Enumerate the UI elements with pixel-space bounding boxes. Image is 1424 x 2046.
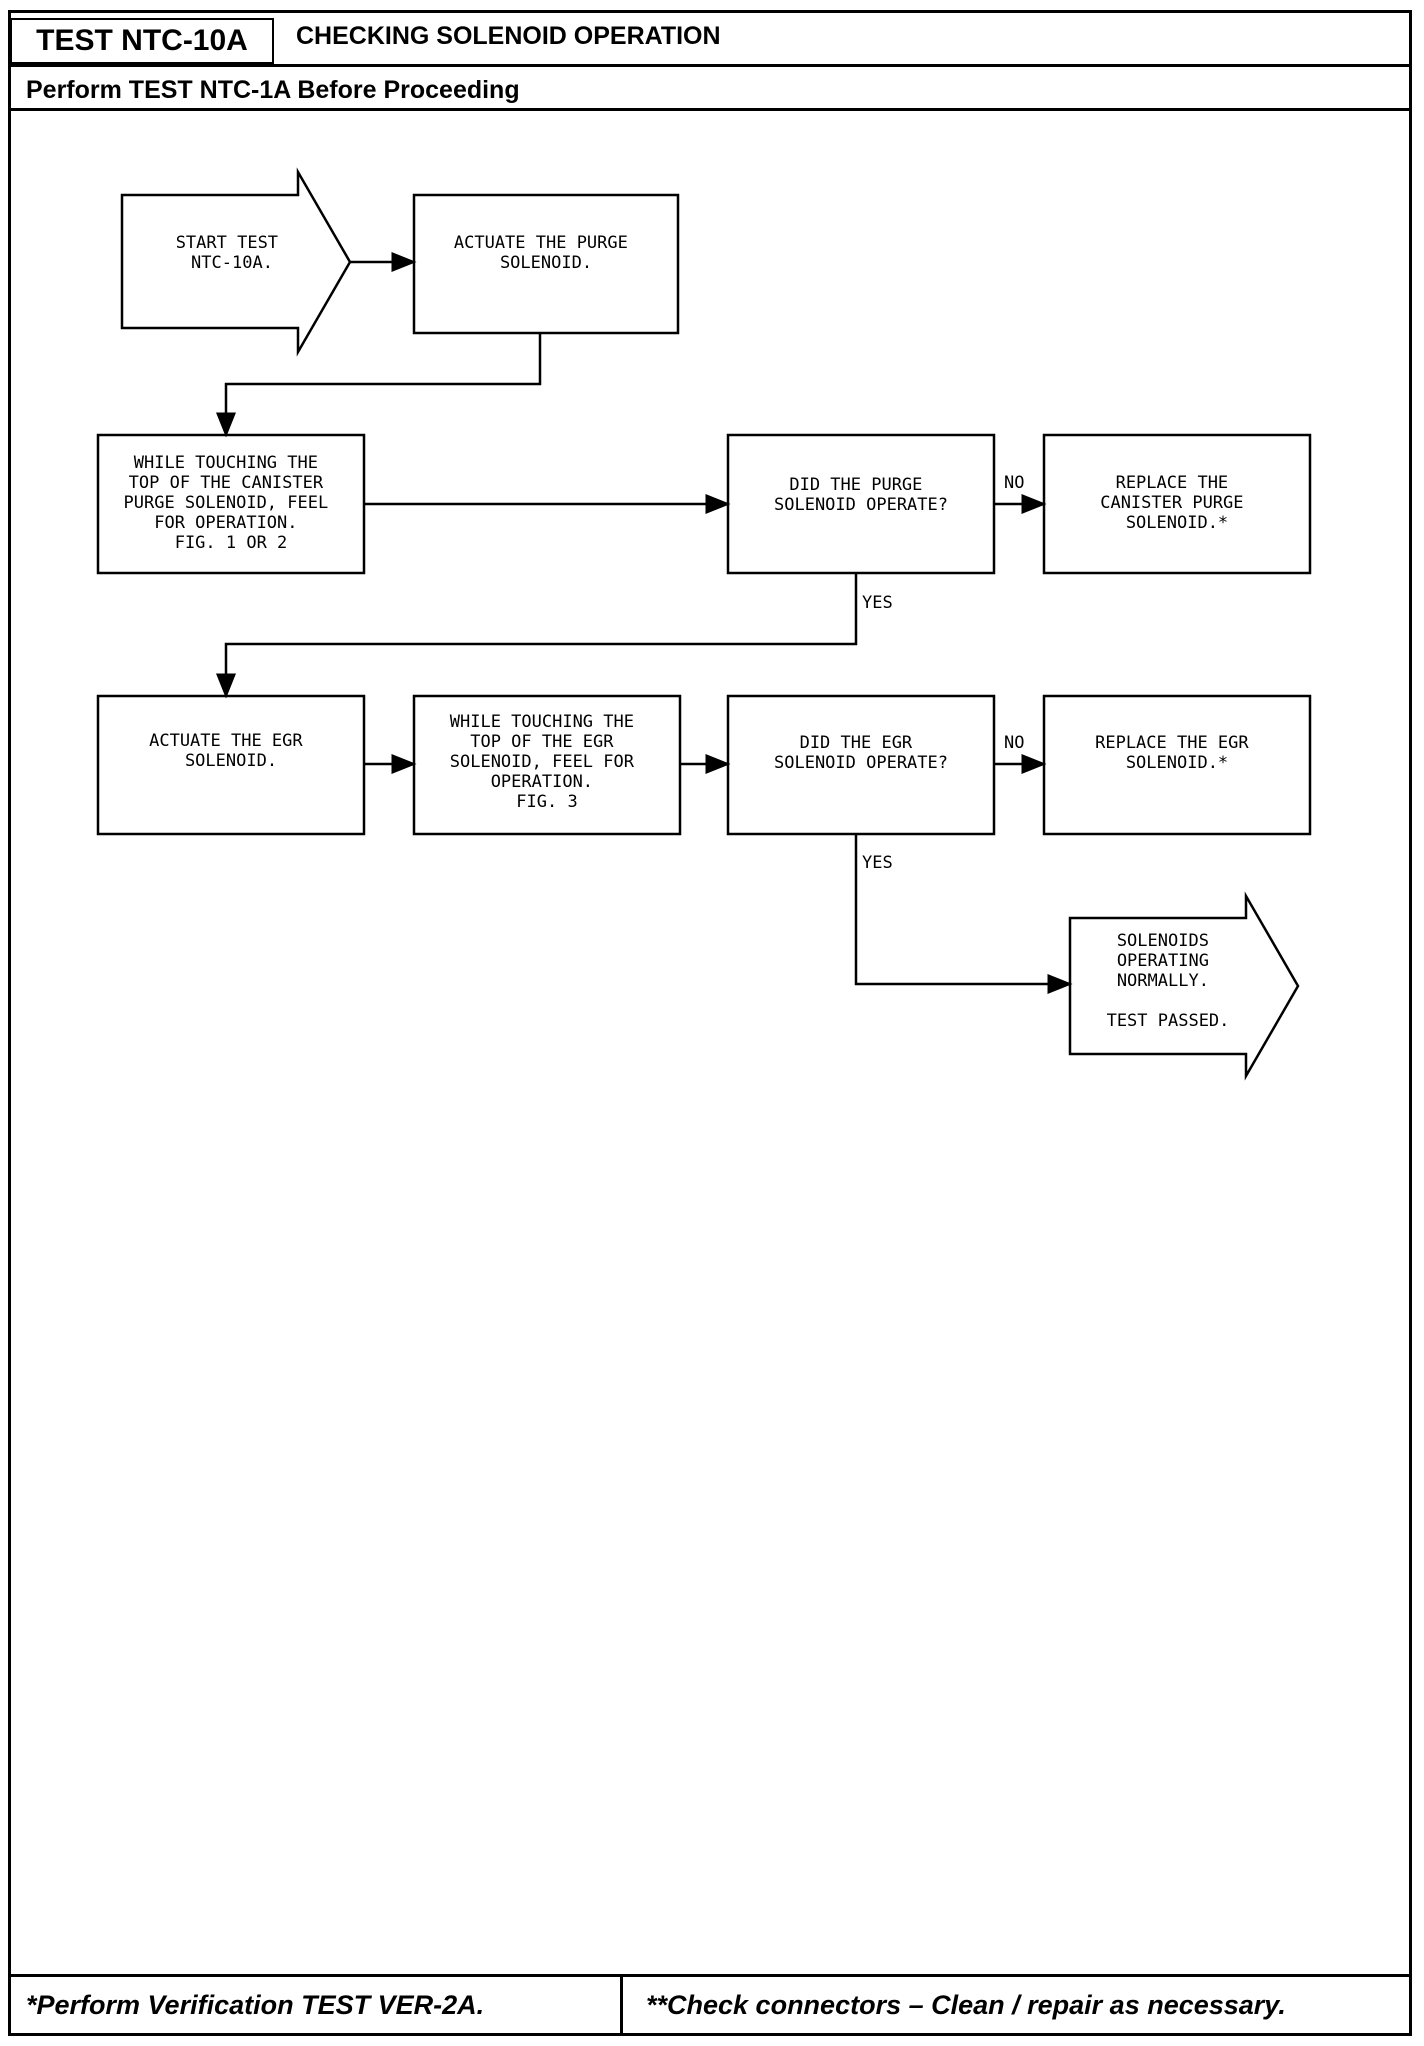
passed-shape	[1068, 891, 1300, 1081]
page-frame	[8, 10, 1412, 2036]
egr-operate-text: DID THE EGR SOLENOID OPERATE?	[774, 733, 948, 773]
test-id-box: TEST NTC-10A	[10, 18, 274, 64]
purge-operate-text: DID THE PURGE SOLENOID OPERATE?	[774, 475, 948, 515]
actuate-purge-text: ACTUATE THE PURGE SOLENOID.	[454, 233, 638, 273]
footer-note-verification: *Perform Verification TEST VER-2A.	[26, 1990, 485, 2020]
passed-text: SOLENOIDS OPERATING NORMALLY. TEST PASSE…	[1107, 931, 1230, 1031]
connector-actuate-touch	[216, 333, 542, 438]
yes-label-egr: YES	[862, 853, 893, 873]
subtitle-divider	[8, 108, 1412, 111]
no-label-egr: NO	[1004, 733, 1024, 753]
touch-canister-text: WHILE TOUCHING THE TOP OF THE CANISTER P…	[124, 453, 339, 553]
page-title: CHECKING SOLENOID OPERATION	[296, 22, 721, 50]
replace-egr-text: REPLACE THE EGR SOLENOID.*	[1095, 733, 1259, 773]
yes-label-purge: YES	[862, 593, 893, 613]
no-label-purge: NO	[1004, 473, 1024, 493]
start-shape	[120, 167, 352, 357]
footer-split	[620, 1974, 623, 2036]
footer-divider	[8, 1974, 1412, 1977]
actuate-egr-text: ACTUATE THE EGR SOLENOID.	[149, 731, 313, 771]
footer-note-connectors: **Check connectors – Clean / repair as n…	[646, 1990, 1286, 2020]
connector-purge-yes	[216, 573, 858, 699]
flowchart: START TEST NTC-10A. ACTUATE THE PURGE SO…	[96, 167, 1312, 1081]
start-text: START TEST NTC-10A.	[176, 233, 289, 273]
page-subtitle: Perform TEST NTC-1A Before Proceeding	[26, 76, 520, 104]
header-divider	[8, 64, 1412, 67]
connector-egr-yes	[854, 834, 1073, 994]
replace-canister-text: REPLACE THE CANISTER PURGE SOLENOID.*	[1100, 473, 1254, 533]
touch-egr-text: WHILE TOUCHING THE TOP OF THE EGR SOLENO…	[450, 712, 644, 812]
